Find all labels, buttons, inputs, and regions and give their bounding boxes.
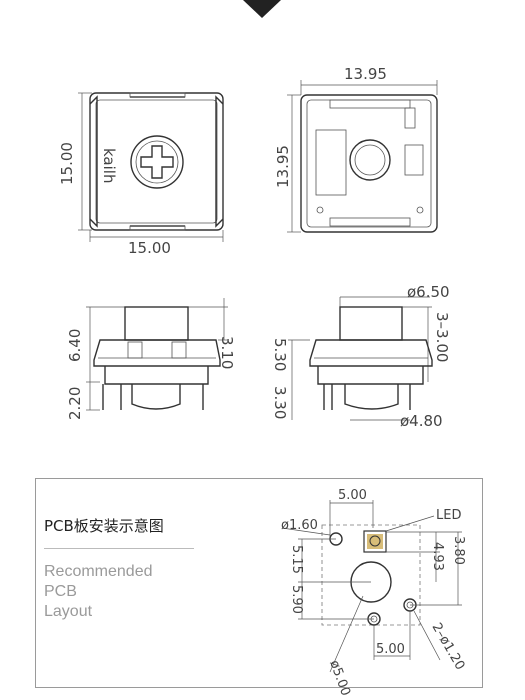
right-view-travel-label: 3–3.00	[433, 312, 451, 362]
right-view-post-dia-label: ø4.80	[400, 412, 443, 430]
right-view: ø6.50 3–3.00 5.30 3.30 ø4.80	[271, 283, 451, 430]
front-view: 6.40 3.10 2.20	[66, 298, 236, 420]
pcb-hole-small-label: ø1.60	[281, 518, 318, 533]
pcb-subtitle-line-2: PCB	[44, 583, 77, 600]
pcb-dim-top-label: 5.00	[338, 488, 367, 503]
top-view: kailh 15.00 15.00	[58, 92, 224, 257]
pcb-panel-divider	[44, 548, 194, 549]
pcb-dim-380-label: 3.80	[451, 536, 466, 565]
pcb-dim-bottom-label: 5.00	[376, 642, 405, 657]
pcb-subtitle-line-3: Layout	[44, 603, 93, 620]
top-view-height-label: 15.00	[58, 142, 76, 185]
pcb-dim-515-label: 5.15	[289, 545, 304, 574]
pcb-dim-590-label: 5.90	[289, 585, 304, 614]
pcb-led-label: LED	[436, 508, 461, 523]
front-view-stem-label: 3.10	[218, 336, 236, 369]
side-view: 13.95 13.95	[274, 65, 438, 233]
front-view-below-label: 2.20	[66, 387, 84, 420]
front-view-total-label: 6.40	[66, 329, 84, 362]
top-view-width-label: 15.00	[128, 239, 171, 257]
pcb-panel-title: PCB板安装示意图	[44, 517, 164, 535]
top-view-logo-text: kailh	[100, 148, 118, 183]
pcb-subtitle-line-1: Recommended	[44, 563, 153, 580]
side-view-height-label: 13.95	[274, 145, 292, 188]
right-view-stem-dia-label: ø6.50	[407, 283, 450, 301]
pcb-layout-panel	[35, 478, 483, 688]
side-view-width-label: 13.95	[344, 65, 387, 83]
right-view-upper-label: 5.30	[271, 338, 289, 371]
top-notch-marker	[243, 0, 281, 18]
right-view-lower-label: 3.30	[271, 386, 289, 419]
pcb-dim-493-label: 4.93	[430, 542, 445, 571]
